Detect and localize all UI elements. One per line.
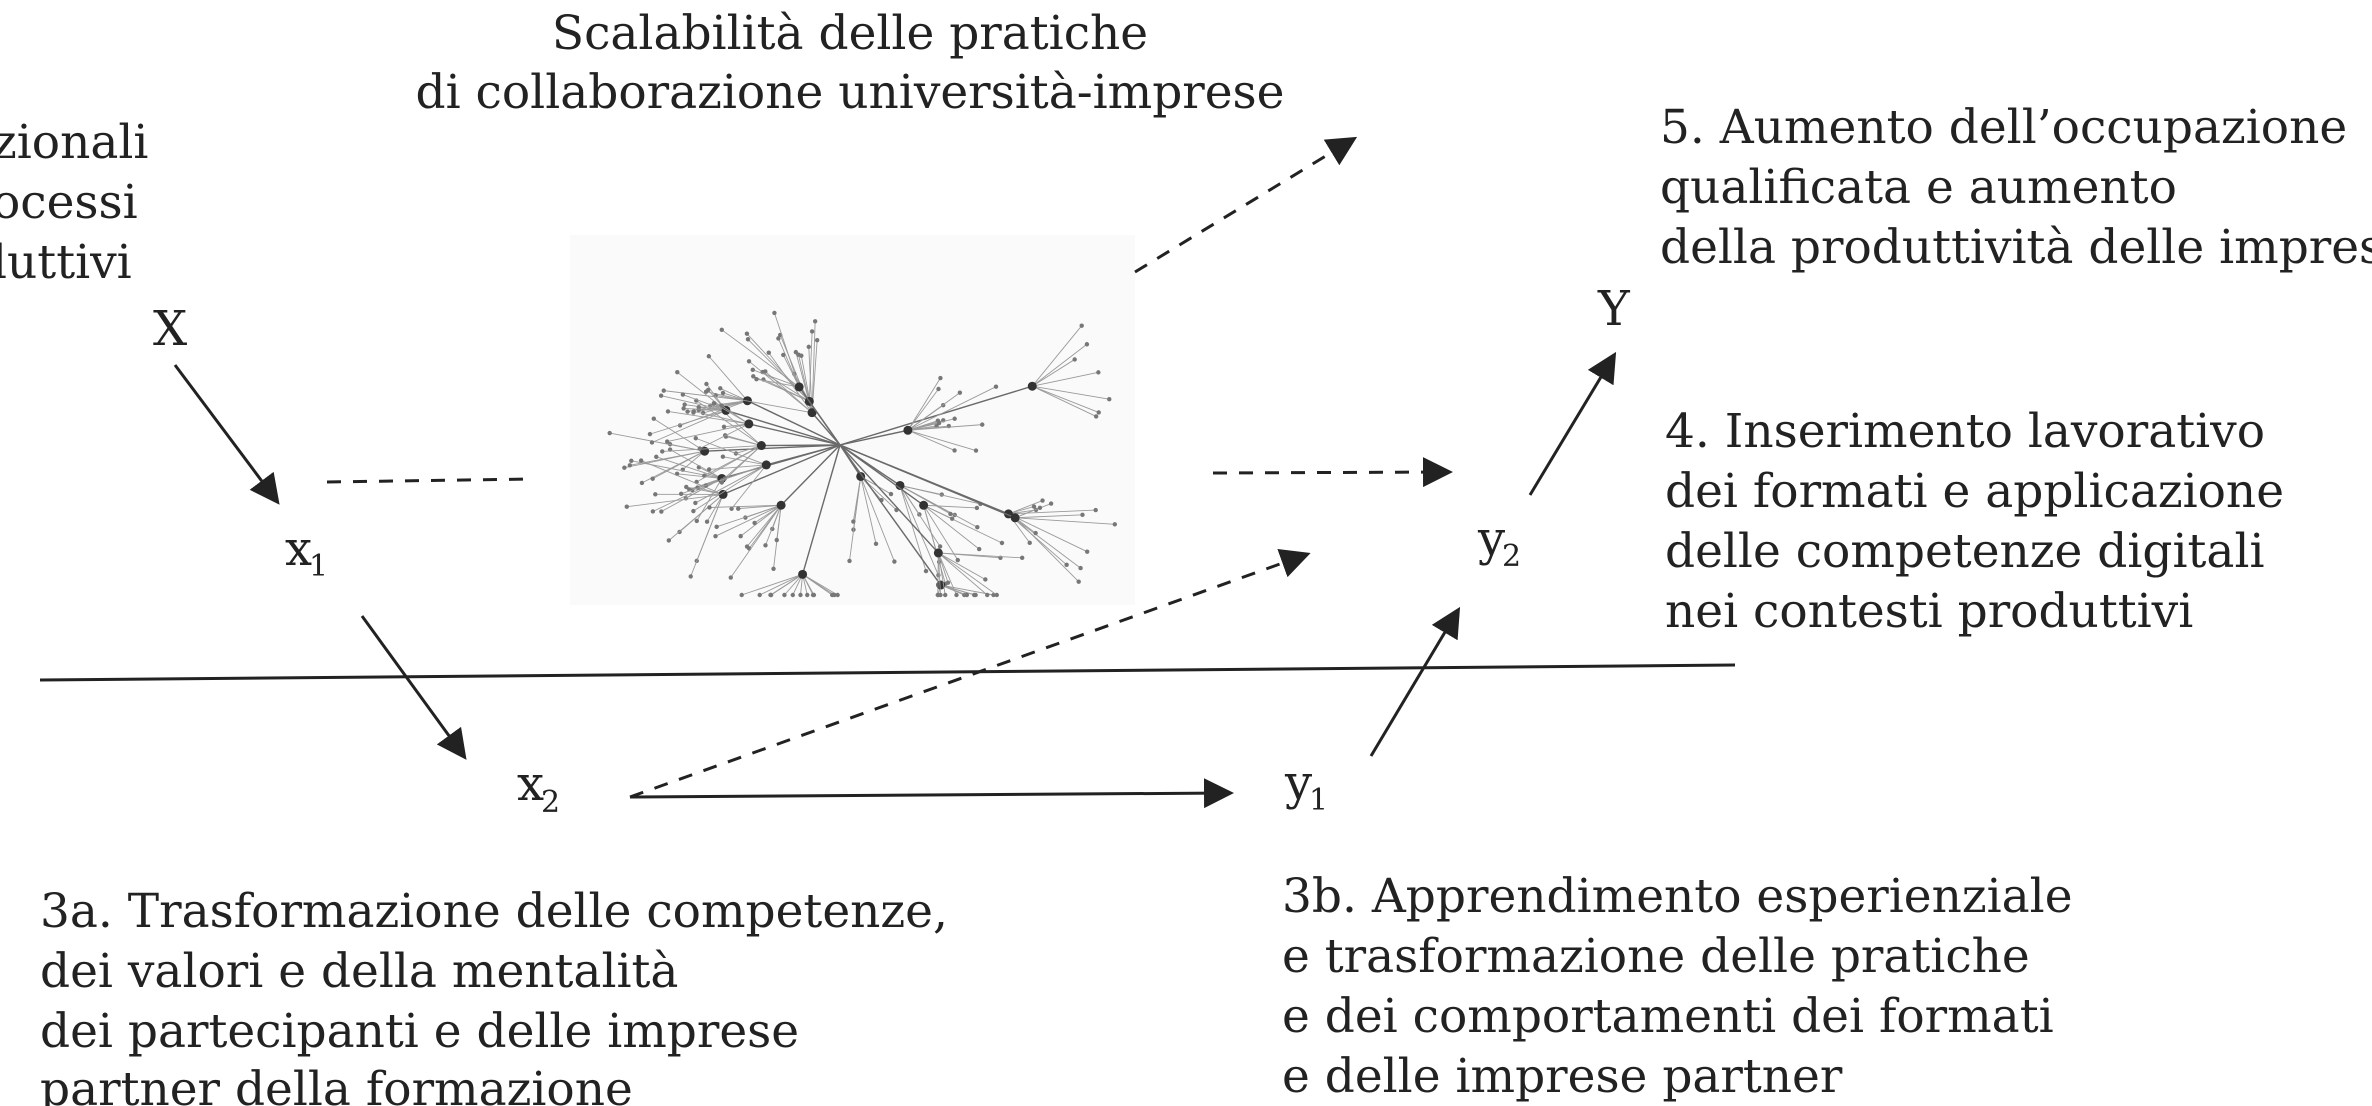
outcome-5-line-2: qualificata e aumento [1660,160,2177,215]
svg-text:y: y [1477,511,1505,567]
outcome-5-line-3: della produttività delle imprese [1660,220,2372,275]
dashed-x1-to-network [326,477,533,484]
outcome-3b-line-3: e dei comportamenti dei formati [1282,989,2054,1044]
outcome-3a-line-3: dei partecipanti e delle imprese [40,1004,799,1059]
variable-Y: Y [1597,281,1631,337]
dashed-network-to-scalability [1134,136,1358,274]
outcome-4-line-3: delle competenze digitali [1665,524,2265,579]
left-partial-line-1: zionali [0,115,148,170]
left-partial-line-3: luttivi [0,235,132,290]
arrow-y2-to-Y [1528,351,1617,496]
outcome-3b-line-1: 3b. Apprendimento esperienziale [1282,869,2073,924]
outcome-4-line-2: dei formati e applicazione [1665,464,2284,519]
top-caption-line-1: Scalabilità delle pratiche [552,6,1148,61]
variable-X: X [153,301,187,357]
outcome-3b-line-4: e delle imprese partner [1282,1049,1843,1104]
svg-text:2: 2 [1502,539,1521,574]
variable-y1: y 1 [1284,755,1328,818]
variable-y2: y 2 [1477,511,1521,574]
outcome-3a-line-1: 3a. Trasformazione delle competenze, [40,884,948,939]
top-caption-line-2: di collaborazione università-imprese [416,65,1285,120]
outcome-3a-line-4: partner della formazione [40,1062,633,1106]
horizontal-divider [39,663,1736,682]
dashed-network-to-y2 [1212,457,1453,488]
variable-x2: x 2 [517,756,560,820]
left-partial-line-2: ocessi [0,175,138,230]
outcome-3b-line-2: e trasformazione delle pratiche [1282,929,2030,984]
svg-text:2: 2 [541,785,560,820]
outcome-4-line-1: 4. Inserimento lavorativo [1665,404,2265,459]
svg-text:x: x [517,756,544,812]
arrow-y1-to-y2 [1369,606,1461,757]
network-illustration [570,235,1135,605]
outcome-3a-line-2: dei valori e della mentalità [40,944,678,999]
outcome-5-line-1: 5. Aumento dell’occupazione [1660,100,2347,155]
svg-text:x: x [285,521,312,577]
svg-text:y: y [1284,755,1312,811]
variable-x1: x 1 [285,521,328,584]
arrow-X-to-x1 [173,364,280,505]
outcome-4-line-4: nei contesti produttivi [1665,584,2193,639]
svg-text:1: 1 [1309,783,1328,818]
arrow-x1-to-x2 [360,615,467,760]
arrow-x2-to-y1 [629,778,1234,809]
svg-text:1: 1 [309,549,328,584]
